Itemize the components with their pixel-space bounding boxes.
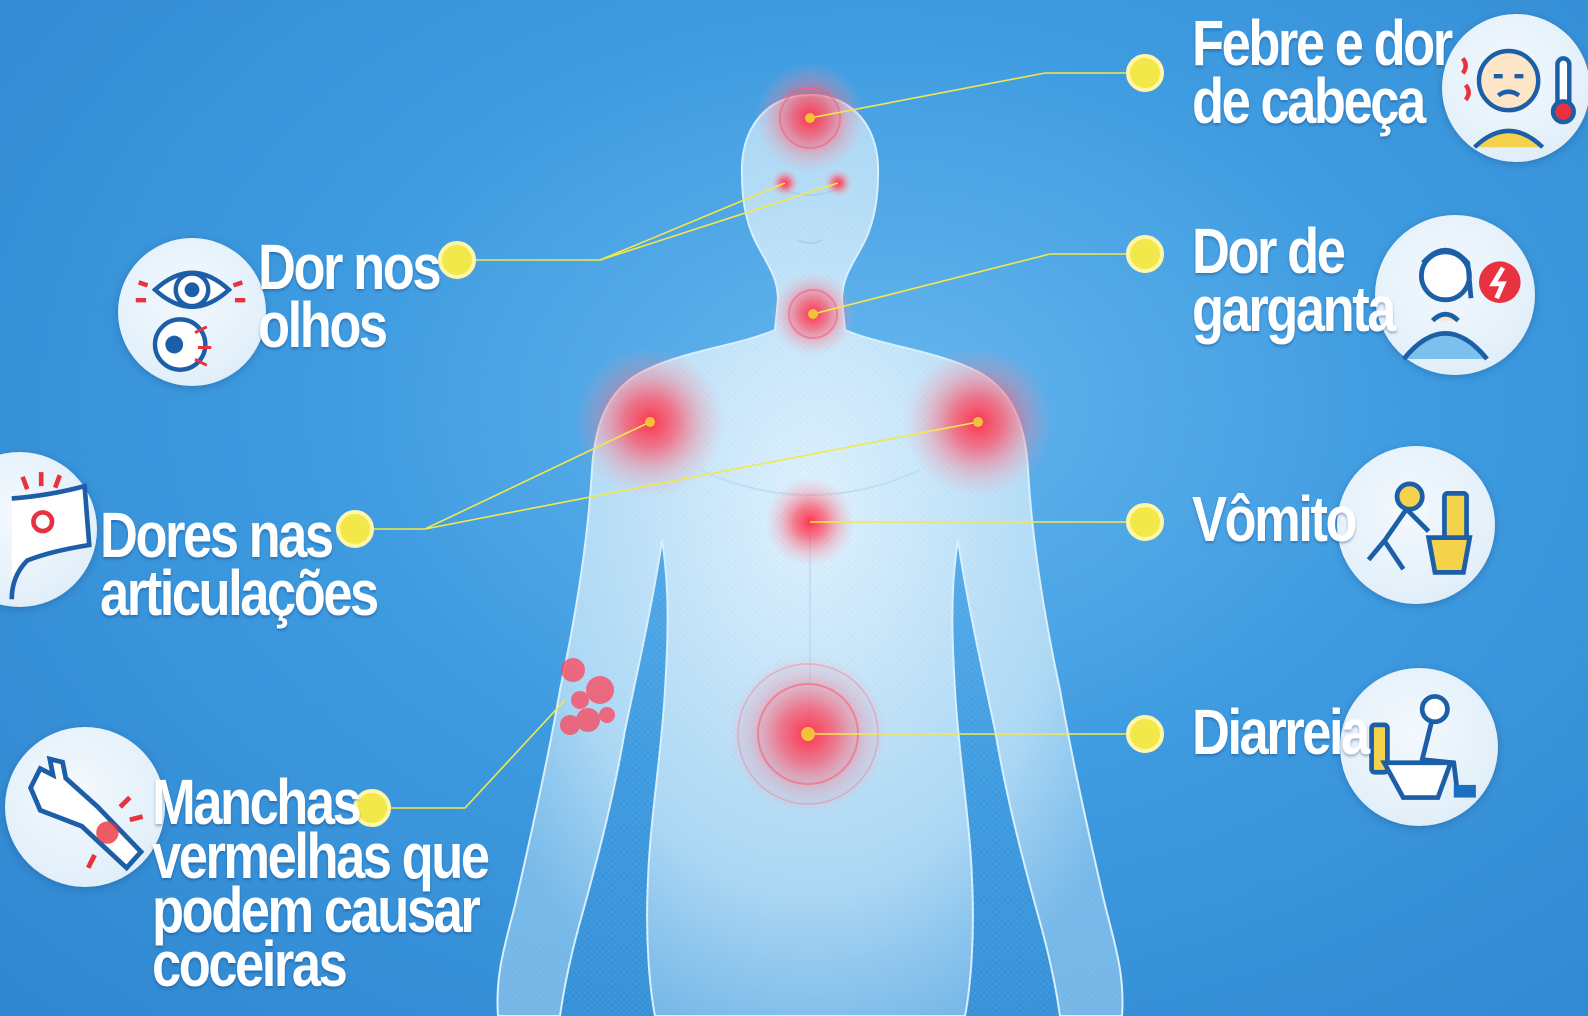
label-fever-headache-line1: Febre e dor <box>1192 7 1453 79</box>
label-fever-headache: Febre e dor de cabeça <box>1192 7 1453 137</box>
fever-headache-icon <box>1442 14 1588 162</box>
sore-throat-icon <box>1375 215 1535 375</box>
vomiting-icon <box>1337 446 1495 604</box>
label-diarrhea-line1: Diarreia <box>1192 696 1370 768</box>
label-joint-pain-line1: Dores nas <box>100 499 334 571</box>
skin-rash-icon <box>5 727 165 887</box>
connector-dots <box>336 54 1164 827</box>
hotspot-rash <box>560 658 615 735</box>
label-sore-throat-line2: garganta <box>1192 273 1396 345</box>
label-sore-throat: Dor de garganta <box>1192 215 1396 345</box>
label-joint-pain-line2: articulações <box>100 557 379 629</box>
label-vomiting-line1: Vômito <box>1192 483 1358 555</box>
connector-rash <box>372 699 566 809</box>
connector-throat <box>812 253 1145 315</box>
label-diarrhea: Diarreia <box>1192 696 1370 768</box>
connector-eyes-right <box>599 182 839 261</box>
connector-fever <box>809 72 1145 119</box>
connector-lines <box>355 72 1145 809</box>
label-sore-throat-line1: Dor de <box>1192 215 1346 287</box>
label-red-spots: Manchas vermelhas que podem causar cocei… <box>152 766 490 1000</box>
label-fever-headache-line2: de cabeça <box>1192 65 1426 137</box>
diarrhea-icon <box>1340 668 1498 826</box>
label-eye-pain-line1: Dor nos <box>258 231 441 303</box>
label-red-spots-line4: coceiras <box>152 928 348 1000</box>
label-joint-pain: Dores nas articulações <box>100 499 379 629</box>
label-red-spots-line2: vermelhas que <box>152 820 490 892</box>
connector-eyes-left <box>457 182 786 261</box>
label-vomiting: Vômito <box>1192 483 1358 555</box>
label-red-spots-line1: Manchas <box>152 766 362 838</box>
connector-joints-right <box>424 421 979 530</box>
joint-pain-icon <box>0 452 97 607</box>
eye-pain-icon <box>118 238 266 386</box>
label-eye-pain: Dor nos olhos <box>258 231 441 361</box>
label-red-spots-line3: podem causar <box>152 874 481 946</box>
label-eye-pain-line2: olhos <box>258 289 388 361</box>
